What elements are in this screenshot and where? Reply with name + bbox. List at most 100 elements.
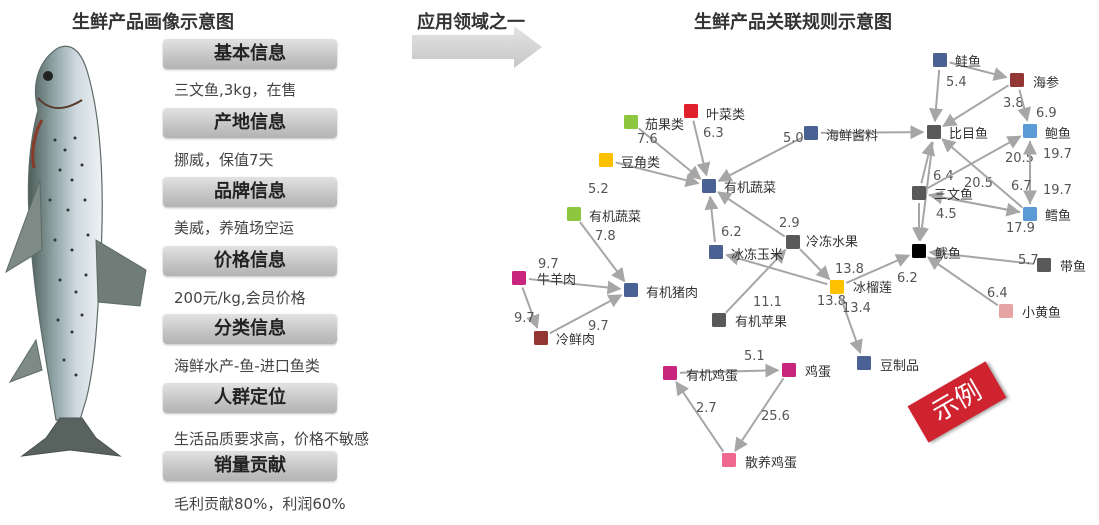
node-label-xueyu: 鳕鱼 xyxy=(1045,208,1071,224)
edge-weight-label: 20.5 xyxy=(964,176,993,191)
node-marker-jidan xyxy=(782,363,796,377)
edge-niuyangrou-youjizhurou xyxy=(528,278,622,295)
edge-weight-label: 20.5 xyxy=(1005,151,1034,166)
node-marker-guiyu xyxy=(933,53,947,67)
edge-lengdongshuiguo-youjishucai xyxy=(716,191,786,238)
edge-youjishucai2-youjizhurou xyxy=(579,221,626,283)
edge-youjipingguo-lengdongshuiguo xyxy=(725,248,787,314)
edge-xueyu-bimuyu xyxy=(941,138,1024,209)
edge-weight-label: 2.7 xyxy=(696,401,717,416)
edge-weight-label: 6.7 xyxy=(1011,179,1032,194)
node-label-jidan: 鸡蛋 xyxy=(805,364,831,380)
node-label-yecai: 叶菜类 xyxy=(706,108,745,123)
section-header: 销量贡献 xyxy=(163,451,337,481)
edge-weight-label: 9.7 xyxy=(514,311,535,326)
node-label-xiaohuangyu: 小黄鱼 xyxy=(1022,305,1061,321)
edge-haixianjiang-youjishucai xyxy=(717,136,803,182)
edge-weight-label: 3.8 xyxy=(1003,96,1024,111)
node-marker-xiaohuangyu xyxy=(999,304,1013,318)
edge-bimuyu-youyu xyxy=(915,141,934,242)
right-title: 生鲜产品关联规则示意图 xyxy=(694,12,892,33)
node-label-youyu: 鱿鱼 xyxy=(935,246,961,262)
node-label-niuyangrou: 牛羊肉 xyxy=(537,272,576,288)
edge-weight-label: 13.8 xyxy=(835,262,864,277)
section-header: 产地信息 xyxy=(163,108,337,138)
edge-niuyangrou-lengxianrou xyxy=(521,287,540,329)
edge-weight-label: 25.6 xyxy=(761,409,790,424)
node-label-binliulian: 冰榴莲 xyxy=(853,281,892,296)
edge-haixianjiang-bimuyu xyxy=(820,125,925,140)
edge-weight-label: 19.7 xyxy=(1043,147,1072,162)
edge-weight-label: 11.1 xyxy=(753,295,782,310)
edge-doujiao-youjishucai xyxy=(615,161,700,188)
edge-weight-label: 7.6 xyxy=(637,132,658,147)
salmon-illustration xyxy=(5,45,147,457)
edge-guiyu-haishen xyxy=(949,61,1008,81)
node-marker-sanwenyu xyxy=(912,186,926,200)
node-label-haixianjiang: 海鲜酱料 xyxy=(826,129,878,144)
edge-weight-label: 5.1 xyxy=(744,349,765,364)
node-label-doujiao: 豆角类 xyxy=(621,156,660,171)
edge-daiyu-youyu xyxy=(928,246,1035,265)
node-label-haishen: 海参 xyxy=(1033,75,1059,91)
edge-jidan-sanyangjidan xyxy=(734,377,785,453)
edge-youjijidan-jidan xyxy=(679,363,780,378)
section-header: 人群定位 xyxy=(163,383,337,413)
edge-weight-label: 5.0 xyxy=(783,131,804,146)
node-marker-haixianjiang xyxy=(804,126,818,140)
edge-weight-label: 4.5 xyxy=(936,207,957,222)
node-marker-bimuyu xyxy=(927,125,941,139)
edge-weight-label: 19.7 xyxy=(1043,183,1072,198)
edge-guiyu-bimuyu xyxy=(928,69,943,123)
node-label-qieguo: 茄果类 xyxy=(645,118,684,133)
edge-xueyu-sanwenyu xyxy=(928,190,1021,214)
node-label-youjishucai: 有机蔬菜 xyxy=(724,181,776,196)
node-marker-sanyangjidan xyxy=(722,453,736,467)
section-header: 品牌信息 xyxy=(163,177,337,207)
node-marker-xueyu xyxy=(1023,207,1037,221)
node-marker-baoyu xyxy=(1023,124,1037,138)
section-text: 挪威，保值7天 xyxy=(174,151,274,169)
node-label-youjijidan: 有机鸡蛋 xyxy=(686,368,738,384)
node-marker-bingdongyumi xyxy=(709,245,723,259)
section-header: 价格信息 xyxy=(163,246,337,276)
edge-weight-label: 13.4 xyxy=(842,301,871,316)
node-label-lengxianrou: 冷鲜肉 xyxy=(556,333,595,348)
edge-weight-label: 6.2 xyxy=(721,225,742,240)
node-marker-yecai xyxy=(684,104,698,118)
section-text: 美威，养殖场空运 xyxy=(174,219,295,237)
edge-bingdongyumi-youjishucai xyxy=(704,195,719,243)
node-label-sanyangjidan: 散养鸡蛋 xyxy=(745,455,797,471)
section-text: 海鲜水产-鱼-进口鱼类 xyxy=(174,357,320,375)
edge-weight-label: 6.3 xyxy=(703,126,724,141)
left-title: 生鲜产品画像示意图 xyxy=(72,12,234,33)
edge-weight-label: 7.8 xyxy=(595,229,616,244)
edge-weight-label: 9.7 xyxy=(538,257,559,272)
edge-sanwenyu-bimuyu xyxy=(920,141,936,184)
edge-binliulian-douzhipin xyxy=(839,296,863,354)
edge-yecai-youjishucai xyxy=(692,120,711,177)
node-marker-douzhipin xyxy=(857,356,871,370)
node-label-youjipingguo: 有机苹果 xyxy=(735,315,787,330)
edge-haishen-baoyu xyxy=(1017,89,1031,122)
node-marker-qieguo xyxy=(624,115,638,129)
edge-haishen-bimuyu xyxy=(942,84,1010,128)
node-marker-haishen xyxy=(1010,73,1024,87)
edge-weight-label: 6.4 xyxy=(987,286,1008,301)
node-marker-youjipingguo xyxy=(712,313,726,327)
node-marker-daiyu xyxy=(1037,258,1051,272)
section-header: 基本信息 xyxy=(163,39,337,69)
node-marker-youjishucai xyxy=(702,179,716,193)
edge-sanwenyu-baoyu xyxy=(927,135,1022,189)
edge-binliulian-youyu xyxy=(845,254,911,284)
section-header: 分类信息 xyxy=(163,314,337,344)
edge-weight-label: 5.4 xyxy=(946,75,967,90)
node-label-youjizhurou: 有机猪肉 xyxy=(646,286,698,301)
edge-weight-label: 6.4 xyxy=(933,169,954,184)
arrow-right-icon xyxy=(412,26,542,68)
node-marker-youjijidan xyxy=(663,366,677,380)
edge-weight-label: 17.9 xyxy=(1006,221,1035,236)
node-marker-youjizhurou xyxy=(624,283,638,297)
node-label-youjishucai2: 有机蔬菜 xyxy=(589,210,641,225)
